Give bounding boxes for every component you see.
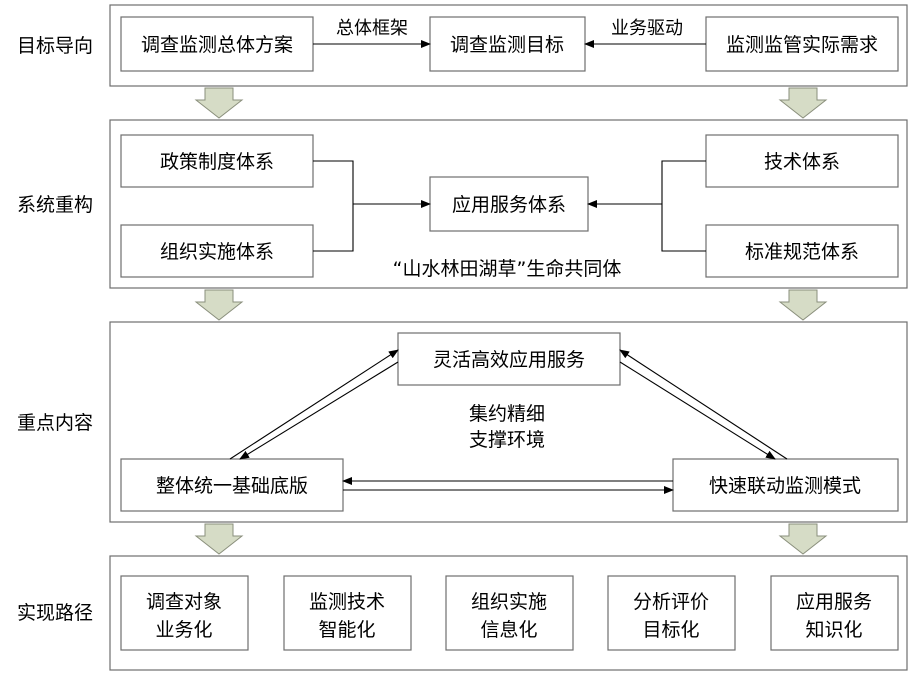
down-arrow-content-right [778, 523, 828, 555]
actual-demand-box [705, 16, 899, 72]
path-item-2-line2: 智能化 [318, 619, 375, 641]
path-item-4-line1: 分析评价 [633, 591, 709, 613]
service-to-base-arrow [239, 361, 399, 460]
path-item-5: 应用服务 知识化 [770, 575, 899, 651]
down-arrow-goal-right [778, 87, 828, 119]
path-item-5-line2: 知识化 [805, 619, 862, 641]
service-system-label: 应用服务体系 [452, 194, 566, 216]
right-bracket-connector [661, 160, 706, 252]
path-item-2: 监测技术 智能化 [283, 575, 412, 651]
overall-plan-box [120, 16, 314, 72]
rapid-monitoring-box [672, 458, 899, 512]
path-item-2-line1: 监测技术 [309, 591, 385, 613]
flexible-service-box [397, 332, 621, 386]
path-item-4-line2: 目标化 [642, 619, 699, 641]
row-label-content: 重点内容 [17, 412, 93, 434]
left-bracket-connector [313, 160, 354, 252]
monitoring-goal-label: 调查监测目标 [450, 34, 564, 56]
unified-base-box [120, 458, 344, 512]
center-caption-line1: 集约精细 [469, 403, 545, 425]
down-arrow-goal-left [194, 87, 244, 119]
row-label-path: 实现路径 [17, 602, 93, 624]
monitoring-to-service-arrow [619, 349, 788, 460]
monitoring-goal-box [429, 16, 586, 72]
base-to-service-arrow [229, 349, 399, 460]
overall-plan-label: 调查监测总体方案 [141, 34, 293, 56]
row-label-system: 系统重构 [17, 194, 93, 216]
path-item-4: 分析评价 目标化 [607, 575, 736, 651]
path-item-3-line1: 组织实施 [471, 591, 547, 613]
actual-demand-label: 监测监管实际需求 [726, 34, 878, 56]
policy-system-box [120, 134, 314, 188]
path-item-3-line2: 信息化 [480, 619, 537, 641]
down-arrow-system-right [778, 289, 828, 321]
business-drive-arrow-label: 业务驱动 [611, 18, 683, 39]
down-arrow-content-left [194, 523, 244, 555]
organization-system-label: 组织实施体系 [160, 241, 274, 263]
service-to-monitoring-arrow [619, 361, 776, 460]
path-item-3: 组织实施 信息化 [445, 575, 574, 651]
community-caption: “山水林田湖草”生命共同体 [393, 258, 622, 280]
standard-system-label: 标准规范体系 [745, 241, 859, 263]
organization-system-box [120, 224, 314, 278]
rapid-monitoring-label: 快速联动监测模式 [709, 475, 861, 497]
standard-system-box [705, 224, 899, 278]
policy-system-label: 政策制度体系 [160, 151, 274, 173]
path-item-1-line1: 调查对象 [146, 591, 222, 613]
row-label-goal: 目标导向 [17, 35, 93, 57]
down-arrow-system-left [194, 289, 244, 321]
framework-arrow-label: 总体框架 [336, 18, 408, 39]
unified-base-label: 整体统一基础底版 [156, 475, 308, 497]
technology-system-box [705, 134, 899, 188]
service-system-box [429, 176, 589, 232]
path-item-1: 调查对象 业务化 [120, 575, 249, 651]
path-item-1-line2: 业务化 [155, 619, 212, 641]
path-item-5-line1: 应用服务 [796, 591, 872, 613]
center-caption-line2: 支撑环境 [469, 429, 545, 451]
technology-system-label: 技术体系 [764, 151, 840, 173]
flexible-service-label: 灵活高效应用服务 [433, 349, 585, 371]
